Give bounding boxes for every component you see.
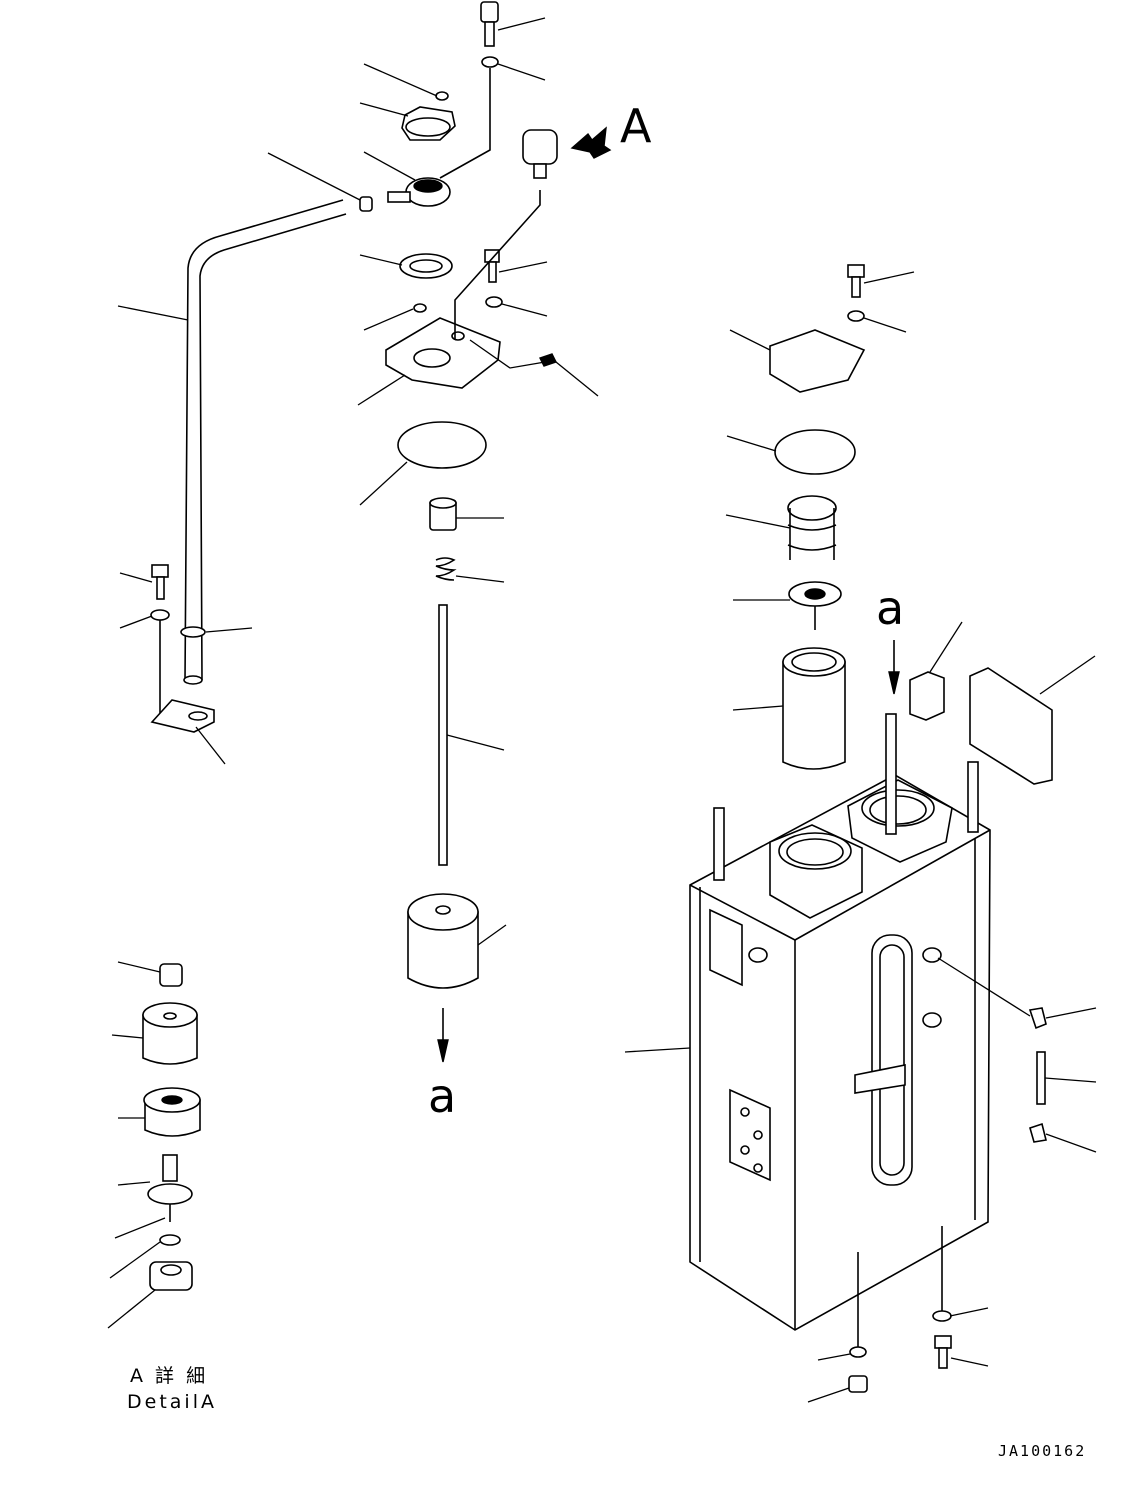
strainer-gasket	[359, 421, 487, 506]
drawing-code: JA100162	[998, 1442, 1086, 1460]
strainer-spring	[435, 557, 505, 583]
tank-port-left	[769, 824, 863, 919]
mounting-plate	[357, 190, 541, 406]
filler-pipe	[117, 199, 347, 685]
cap-bolt	[480, 1, 546, 47]
elbow-fitting	[937, 957, 1097, 1030]
plate-bolt	[484, 249, 548, 283]
drain-bolt	[934, 1335, 989, 1369]
strainer-nut	[429, 497, 504, 531]
filler-cap	[359, 63, 456, 141]
cover-bolt	[847, 264, 915, 298]
bypass-valve	[733, 581, 842, 630]
detail-title-jp: A 詳 細	[130, 1365, 208, 1387]
detail-fitting	[107, 1261, 193, 1329]
tank-studs	[713, 713, 979, 881]
drain-o-ring	[817, 1252, 867, 1361]
connector-label-lower: a	[428, 1069, 456, 1123]
cover-washer	[847, 310, 907, 333]
drain-washer-right	[932, 1226, 989, 1322]
breather	[522, 126, 612, 179]
caution-plate	[969, 655, 1096, 785]
side-bracket	[709, 908, 743, 987]
cap-gasket	[359, 253, 453, 279]
connector-label-upper: a	[876, 581, 904, 635]
strainer-element	[407, 893, 507, 989]
plug-fitting	[1029, 1122, 1097, 1153]
arrow-down-icon	[888, 640, 900, 695]
sight-tube	[1036, 1051, 1097, 1105]
filter-spring	[725, 495, 837, 560]
filter-cover	[729, 329, 866, 393]
filter-element	[732, 647, 846, 770]
pipe-bracket	[150, 699, 226, 765]
cover-gasket	[726, 429, 856, 475]
name-tag	[469, 339, 599, 397]
small-washer	[363, 303, 427, 331]
strainer-rod	[438, 604, 505, 866]
level-switch-plate	[729, 1088, 771, 1182]
arrow-down-icon	[437, 1008, 449, 1063]
small-block	[909, 621, 963, 721]
plate-washer	[485, 296, 548, 317]
detail-weight	[111, 1002, 198, 1065]
tank-bosses	[748, 947, 942, 1028]
detail-cap	[117, 961, 183, 987]
tank-port-right	[847, 779, 953, 863]
detail-valve-body	[114, 1154, 193, 1239]
sight-gauge	[854, 934, 913, 1186]
view-marker-a: A	[620, 99, 652, 153]
detail-float	[118, 1087, 201, 1137]
cap-washer	[439, 56, 546, 179]
detail-o-ring	[109, 1234, 181, 1279]
hose-clamp	[267, 152, 373, 212]
pipe-washer	[119, 609, 170, 722]
detail-title-en: DetailA	[127, 1391, 217, 1413]
filler-neck	[363, 151, 451, 207]
pipe-bolt	[119, 564, 169, 600]
drain-plug	[807, 1375, 868, 1403]
